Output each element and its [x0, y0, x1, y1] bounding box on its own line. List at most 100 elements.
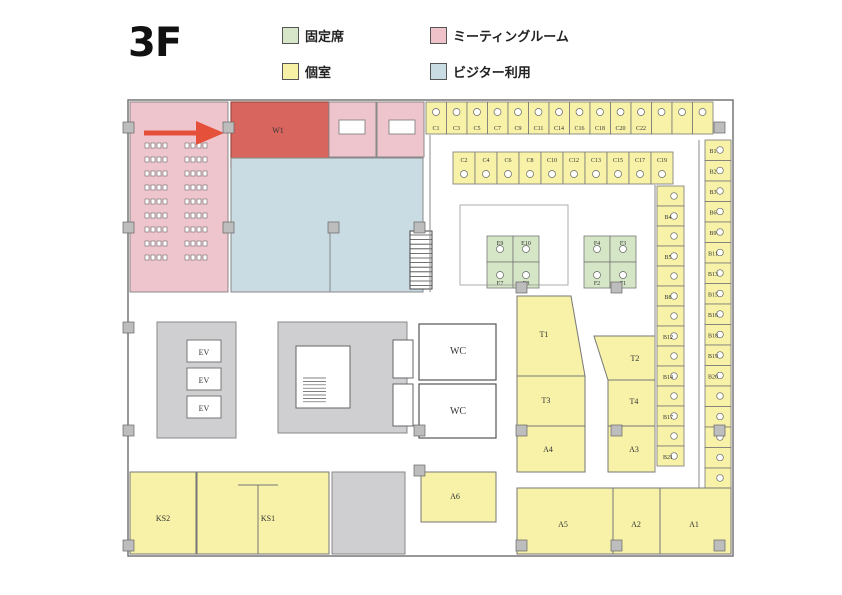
chair	[144, 198, 150, 205]
booth-chair	[452, 108, 461, 116]
chair	[150, 156, 156, 163]
label-ks2: KS2	[156, 514, 170, 523]
booth[interactable]	[518, 151, 542, 185]
booth[interactable]	[562, 151, 586, 185]
label-a5: A5	[558, 520, 568, 529]
booth-chair	[716, 269, 724, 277]
chair	[162, 240, 168, 247]
booth-chair	[716, 207, 724, 216]
booth-label: C14	[554, 126, 564, 132]
wc-room-2[interactable]	[418, 383, 497, 439]
booth-label: B21	[663, 455, 673, 461]
bottom-core	[331, 471, 406, 555]
booth-label: B15	[708, 293, 718, 299]
fixed-seat-label: E9	[497, 241, 504, 247]
ev-label-1: EV	[199, 348, 210, 357]
chair	[202, 226, 208, 233]
visitor-area[interactable]	[230, 157, 424, 293]
column	[610, 539, 623, 552]
booth-label: C17	[635, 158, 645, 164]
booth-chair	[716, 392, 724, 400]
booth-chair	[670, 412, 678, 420]
booth-chair	[678, 108, 686, 116]
booth-chair	[555, 108, 563, 116]
booth[interactable]	[650, 151, 674, 185]
booth[interactable]	[651, 101, 673, 135]
chair	[196, 170, 202, 177]
booth[interactable]	[474, 151, 498, 185]
fixed-seat-label: F2	[594, 281, 600, 287]
stairwell	[295, 345, 351, 409]
booth-chair	[596, 108, 604, 116]
chair	[144, 212, 150, 219]
booth-chair	[514, 108, 522, 116]
chair	[202, 198, 208, 205]
private-room-a6[interactable]	[420, 471, 497, 523]
booth-label: C19	[657, 158, 667, 164]
booth[interactable]	[496, 151, 520, 185]
booth-chair	[716, 146, 724, 154]
chair	[184, 198, 190, 205]
booth-chair	[670, 432, 678, 440]
booth-chair	[716, 248, 724, 257]
booth-label: C20	[615, 126, 625, 132]
chair	[196, 198, 202, 205]
booth-label: C1	[432, 126, 439, 132]
meeting-chairs	[144, 142, 208, 261]
chair	[184, 254, 190, 261]
booth-chair	[716, 371, 724, 380]
legend-swatch-fixed	[282, 27, 299, 44]
chair	[162, 254, 168, 261]
booth[interactable]	[606, 151, 630, 185]
booth[interactable]	[452, 151, 476, 185]
wc-room-1[interactable]	[418, 323, 497, 381]
booth-chair	[657, 108, 666, 116]
wc-shaft-2	[392, 383, 414, 427]
booth-chair	[716, 228, 724, 236]
chair	[202, 254, 208, 261]
column	[122, 321, 135, 334]
label-a2: A2	[631, 520, 641, 529]
private-room-ks2[interactable]	[129, 471, 197, 555]
private-room-t3[interactable]	[516, 375, 586, 427]
column	[413, 464, 426, 477]
private-room-ks1[interactable]	[196, 471, 330, 555]
booth-chair	[460, 170, 468, 178]
booth-chair	[670, 352, 678, 360]
booth[interactable]	[584, 151, 608, 185]
booth-label: C11	[534, 126, 544, 132]
fixed-seat-chair	[496, 245, 504, 253]
booth-chair	[716, 289, 724, 298]
fixed-seat-chair	[496, 271, 504, 279]
private-room-a5[interactable]	[516, 487, 614, 555]
booth[interactable]	[692, 101, 714, 135]
chair	[196, 212, 202, 219]
booth[interactable]	[628, 151, 652, 185]
fixed-seat-chair	[593, 245, 601, 253]
chair	[162, 142, 168, 149]
column	[122, 121, 135, 134]
booth-label: B3	[709, 190, 716, 196]
column	[610, 424, 623, 437]
ev-label-3: EV	[199, 404, 210, 413]
booth-label: B18	[708, 334, 718, 340]
label-a1: A1	[689, 520, 699, 529]
booth[interactable]	[671, 101, 693, 135]
booth[interactable]	[540, 151, 564, 185]
booth-chair	[670, 292, 678, 300]
chair	[190, 184, 196, 191]
booth-chair	[614, 170, 622, 178]
chair	[144, 254, 150, 261]
elevator-2	[186, 367, 222, 391]
meeting-room-w1[interactable]	[230, 101, 330, 169]
private-room-t4[interactable]	[607, 379, 656, 427]
booth-chair	[716, 351, 724, 359]
label-t4: T4	[630, 397, 639, 406]
booth-label: C2	[460, 158, 467, 164]
booth-chair	[637, 108, 645, 116]
private-room-a4[interactable]	[516, 425, 586, 473]
chair	[156, 184, 162, 191]
chair	[190, 226, 196, 233]
